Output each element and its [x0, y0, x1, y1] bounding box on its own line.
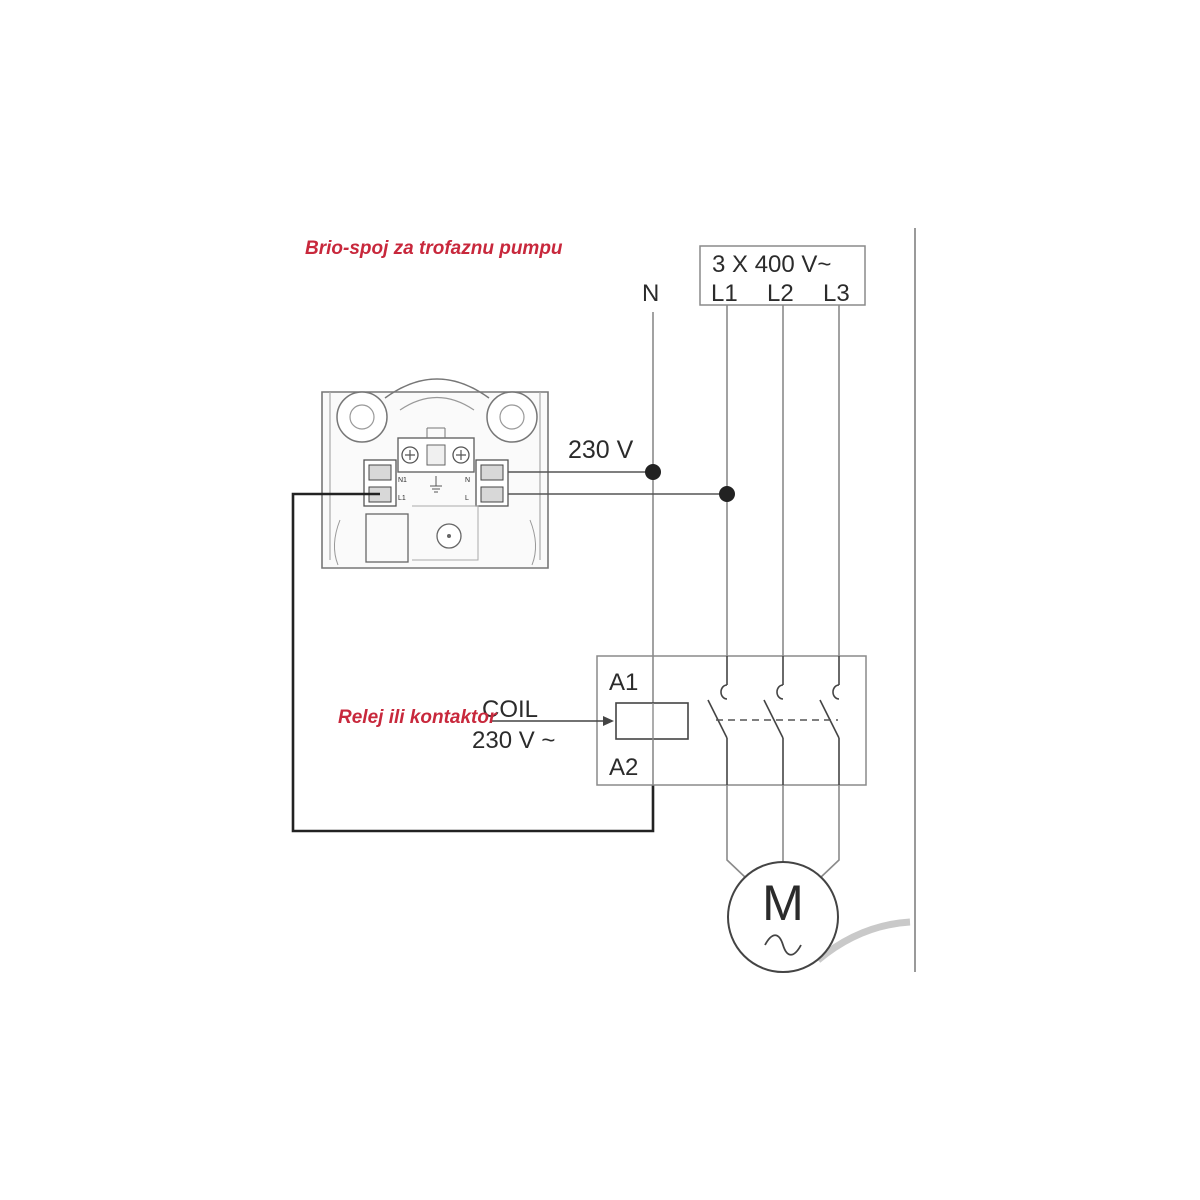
control-wire	[291, 492, 655, 833]
supply-lines	[652, 305, 840, 700]
coil-symbol	[615, 702, 689, 740]
ground-icon	[430, 476, 442, 493]
coil-voltage: 230 V ~	[472, 727, 555, 754]
phase-l3-label: L3	[823, 280, 850, 307]
motor-label: M	[762, 875, 804, 931]
supply-voltage: 3 X 400 V~	[712, 251, 831, 278]
coil-arrow-head	[603, 716, 614, 726]
junction-dot-l1	[719, 486, 735, 502]
neutral-label: N	[642, 280, 659, 307]
terminal-label-l: L	[465, 495, 469, 502]
pump-controller: N1 L1 N L	[321, 378, 549, 569]
phase-l2-label: L2	[767, 280, 794, 307]
ac-sine-icon	[764, 934, 802, 956]
motor-feed-lines	[726, 785, 840, 879]
relay-caption: Relej ili kontaktor	[338, 707, 498, 728]
diagram-title: Brio-spoj za trofaznu pumpu	[305, 238, 563, 259]
terminal-label-n: N	[465, 477, 470, 484]
controller-output-voltage: 230 V	[568, 436, 634, 464]
terminal-a2: A2	[609, 754, 638, 781]
decorative-arc	[815, 918, 911, 963]
phase-l1-label: L1	[711, 280, 738, 307]
terminal-label-l1: L1	[398, 495, 406, 502]
motor-symbol	[727, 861, 839, 973]
junction-dot-neutral	[645, 464, 661, 480]
terminal-label-n1: N1	[398, 477, 407, 484]
contacts	[707, 656, 840, 785]
terminal-a1: A1	[609, 669, 638, 696]
coil-label: COIL	[482, 696, 538, 723]
